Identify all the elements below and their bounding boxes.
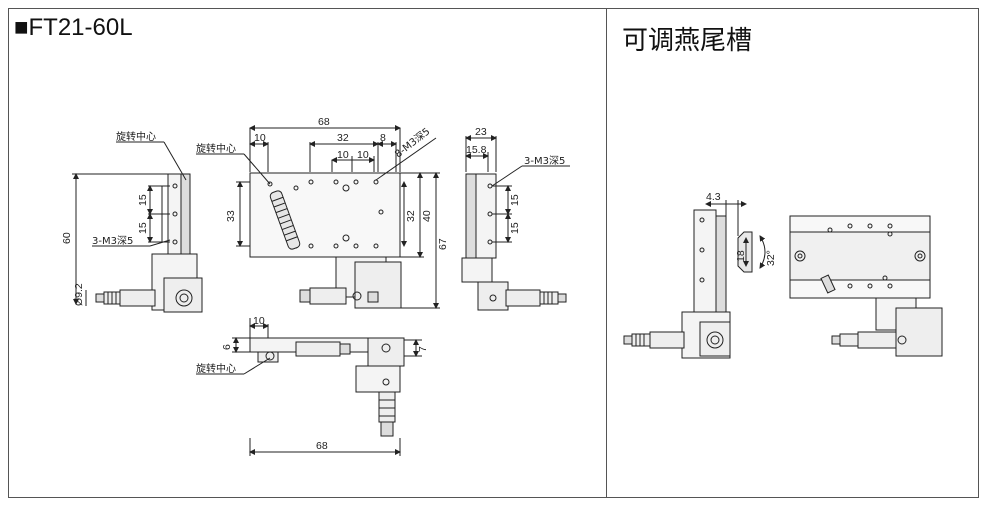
dim-15-c: 15 <box>509 194 521 206</box>
dim-10-top: 10 <box>254 132 266 144</box>
thread-label-right: 3-M3深5 <box>524 155 565 167</box>
dovetail-side-view <box>623 200 766 359</box>
thread-label-8m3: 8-M3深5 <box>392 125 432 160</box>
dim-32-vertical: 32 <box>405 210 417 222</box>
dim-60: 60 <box>61 232 73 244</box>
dim-4-3: 4.3 <box>706 191 721 203</box>
dim-68-bottom: 68 <box>316 440 328 452</box>
rotation-center-label-bottom: 旋转中心 <box>196 362 236 375</box>
dim-40: 40 <box>421 210 433 222</box>
rotation-center-label: 旋转中心 <box>116 130 156 143</box>
dim-phi-9-2: Ø9.2 <box>73 283 85 306</box>
front-bottom-view <box>196 318 422 456</box>
panel-divider <box>606 8 607 498</box>
dim-10-b-top: 10 <box>357 149 369 161</box>
thread-label-left: 3-M3深5 <box>92 235 133 247</box>
dim-32-degree: 32° <box>765 250 777 266</box>
model-title: ■FT21-60L <box>14 14 133 41</box>
dim-8-top: 8 <box>380 132 386 144</box>
dim-6: 6 <box>221 344 233 350</box>
rotation-center-label-top: 旋转中心 <box>196 142 236 155</box>
dim-15-b: 15 <box>137 222 149 234</box>
dim-33: 33 <box>225 210 237 222</box>
top-plan-view <box>196 125 440 309</box>
dim-23: 23 <box>475 126 487 138</box>
drawing-frame <box>8 8 979 498</box>
dim-10-bottom: 10 <box>253 315 265 327</box>
dim-15-a: 15 <box>137 194 149 206</box>
left-side-view <box>72 141 203 313</box>
dim-32-top: 32 <box>337 132 349 144</box>
dim-67: 67 <box>437 238 449 250</box>
right-side-view <box>461 135 570 311</box>
dim-10-a-top: 10 <box>337 149 349 161</box>
dim-15-d: 15 <box>509 222 521 234</box>
dim-18: 18 <box>735 250 747 262</box>
dim-68-top: 68 <box>318 116 330 128</box>
dovetail-plan-view <box>789 215 943 357</box>
dim-7: 7 <box>417 346 429 352</box>
dim-15-8: 15.8 <box>466 144 487 156</box>
adjustable-dovetail-title: 可调燕尾槽 <box>622 26 753 56</box>
